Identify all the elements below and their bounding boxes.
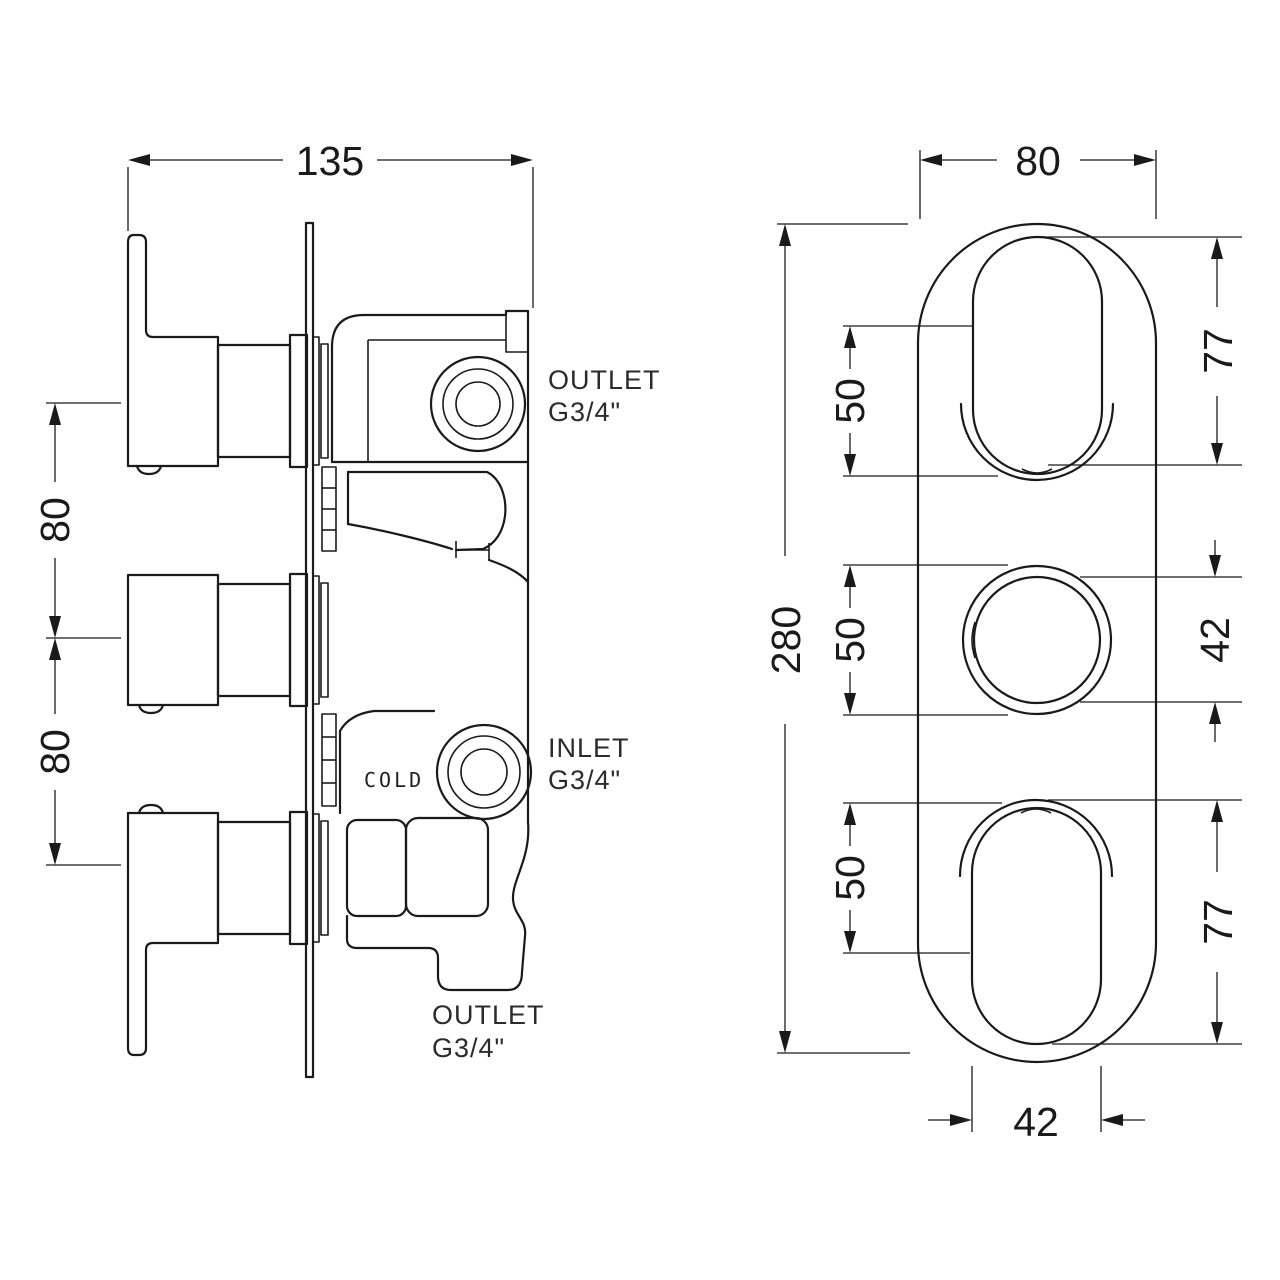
lower-block-left	[345, 818, 408, 918]
arrowhead-down	[49, 616, 61, 638]
arrowhead-left	[128, 154, 150, 166]
dim-label-77-top: 77	[1195, 328, 1241, 374]
side-view: 135 80 80	[32, 138, 661, 1079]
handle-middle	[126, 572, 329, 715]
inlet-port	[435, 723, 533, 821]
arrowhead-up	[49, 638, 61, 660]
dim-label-135: 135	[296, 138, 364, 184]
dim-label-42-middle: 42	[1192, 617, 1238, 663]
front-view: 80 280 50 50	[763, 138, 1242, 1145]
dim-280: 280	[763, 223, 910, 1054]
dim-42-bottom: 42	[928, 1066, 1145, 1145]
front-knob-middle	[961, 564, 1113, 716]
dim-50-top: 50	[827, 325, 998, 477]
arrowhead-up	[49, 403, 61, 425]
front-handle-bottom	[958, 798, 1114, 1046]
outlet-bottom-label: OUTLET	[432, 1000, 545, 1030]
dim-label-80-top: 80	[32, 497, 78, 543]
outlet-top-size: G3/4"	[548, 397, 621, 427]
cartridge-splines-lower	[321, 713, 337, 807]
handle-flange	[288, 333, 309, 469]
cold-marking: COLD	[364, 768, 424, 792]
handle-stem	[216, 343, 292, 459]
inlet-size: G3/4"	[548, 765, 621, 795]
dim-80-plate-width: 80	[919, 138, 1157, 219]
port-labels: OUTLET G3/4" INLET G3/4" OUTLET G3/4"	[432, 365, 661, 1063]
dim-label-80-bottom: 80	[32, 729, 78, 775]
arrowhead-down	[49, 843, 61, 865]
dim-label-50-1: 50	[827, 378, 873, 424]
outlet-bottom-size: G3/4"	[432, 1033, 505, 1063]
dim-label-42-bottom: 42	[1013, 1099, 1059, 1145]
dim-label-50-3: 50	[827, 855, 873, 901]
dim-42-middle: 42	[1080, 540, 1242, 742]
handle-top	[126, 233, 329, 476]
dim-50-bottom: 50	[827, 802, 1002, 954]
dim-label-280: 280	[763, 606, 809, 674]
dim-80-pair: 80 80	[32, 402, 121, 866]
dim-135: 135	[127, 138, 534, 308]
dim-label-80-width: 80	[1015, 138, 1061, 184]
dim-label-50-2: 50	[827, 617, 873, 663]
dim-77-bottom: 77	[1048, 799, 1242, 1045]
front-handle-top	[959, 235, 1115, 482]
cartridge-splines-upper	[321, 466, 337, 552]
inlet-label: INLET	[548, 733, 630, 763]
dim-label-77-bottom: 77	[1195, 899, 1241, 945]
handle-flange	[288, 810, 309, 946]
dim-50-middle: 50	[827, 564, 1008, 716]
handle-stem	[216, 582, 292, 698]
dim-77-top: 77	[1040, 236, 1242, 466]
handle-stem	[216, 820, 292, 936]
arrowhead-right	[511, 154, 533, 166]
handle-flange	[288, 572, 309, 708]
handle-bottom	[126, 803, 329, 1057]
valve-body: COLD	[321, 309, 533, 992]
trim-plate	[916, 222, 1158, 1064]
outlet-port-top	[429, 355, 527, 453]
bottom-outlet-bracket	[345, 820, 530, 992]
outlet-top-label: OUTLET	[548, 365, 661, 395]
lower-block-right	[404, 816, 490, 918]
